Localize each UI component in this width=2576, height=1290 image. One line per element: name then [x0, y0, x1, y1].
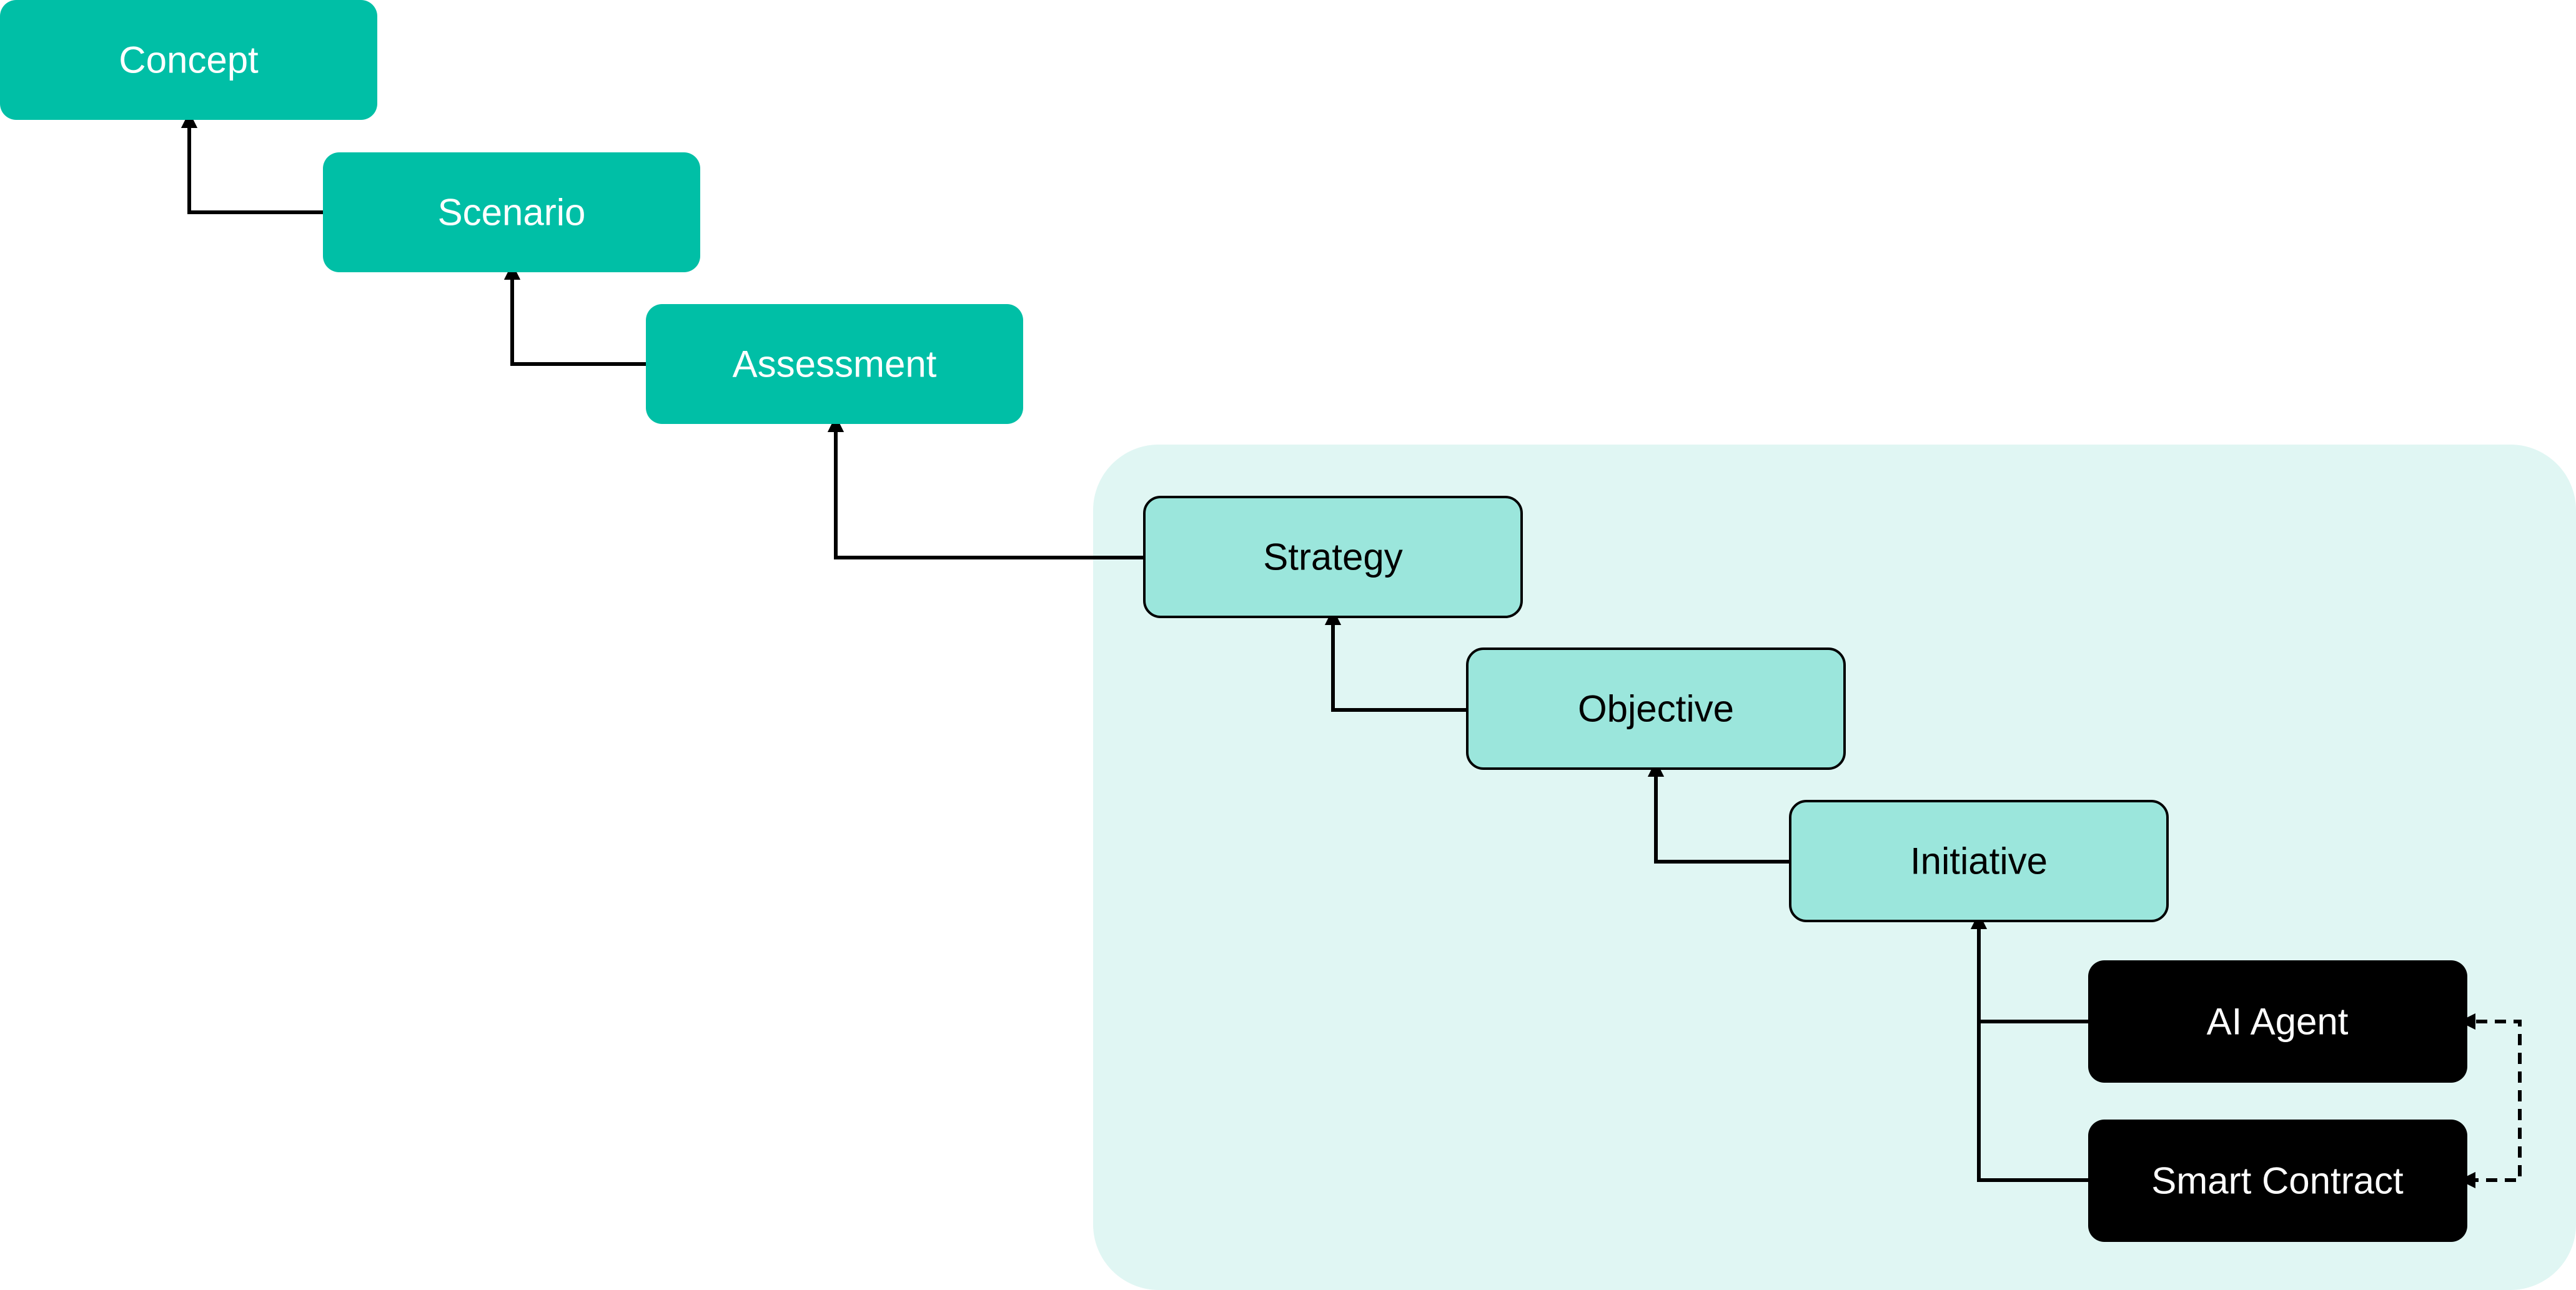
node-strategy-label: Strategy [1263, 536, 1402, 578]
node-concept[interactable]: Concept [0, 0, 377, 120]
connector-strategy-to-assessment [827, 415, 1144, 559]
connector-agents-to-initiative [1970, 912, 2088, 1182]
connector-initiative-to-objective [1647, 760, 1790, 864]
node-scenario-label: Scenario [438, 192, 586, 234]
node-scenario[interactable]: Scenario [323, 152, 700, 272]
node-concept-label: Concept [119, 39, 259, 81]
connector-objective-to-strategy [1324, 608, 1467, 712]
node-smart-contract-label: Smart Contract [2151, 1160, 2404, 1202]
node-strategy[interactable]: Strategy [1143, 496, 1523, 618]
node-ai-agent[interactable]: AI Agent [2088, 960, 2467, 1083]
node-initiative-label: Initiative [1910, 840, 2048, 882]
node-objective-label: Objective [1578, 688, 1734, 730]
connector-assessment-to-scenario [503, 263, 646, 366]
node-assessment[interactable]: Assessment [646, 304, 1023, 424]
node-smart-contract[interactable]: Smart Contract [2088, 1120, 2467, 1242]
dashed-link-smart-contract-to-ai-agent [2459, 1013, 2522, 1189]
node-ai-agent-label: AI Agent [2207, 1001, 2349, 1043]
node-assessment-label: Assessment [733, 343, 937, 385]
node-initiative[interactable]: Initiative [1789, 800, 2169, 922]
connector-scenario-to-concept [181, 111, 323, 214]
node-objective[interactable]: Objective [1466, 647, 1846, 770]
